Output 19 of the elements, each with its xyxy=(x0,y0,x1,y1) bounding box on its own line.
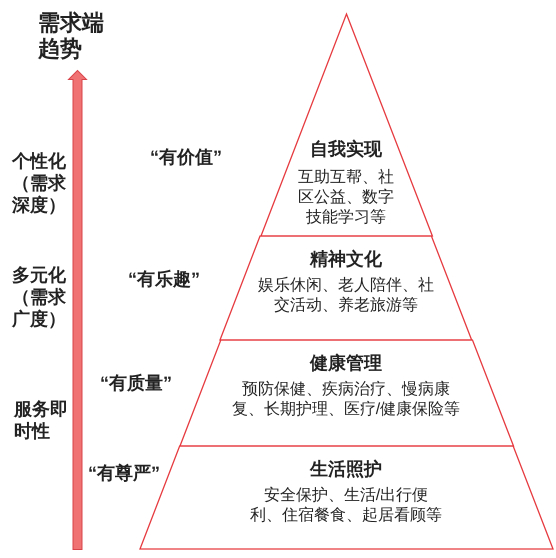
tier-tagline: “有乐趣” xyxy=(128,268,200,290)
tier-description: 安全保护、生活/出行便利、住宿餐食、起居看顾等 xyxy=(249,486,443,526)
tier-heading: 健康管理 xyxy=(310,352,382,374)
tier-heading: 精神文化 xyxy=(310,248,382,270)
axis-label: 多元化（需求广度） xyxy=(12,264,67,330)
pyramid-tier xyxy=(220,236,472,340)
tier-heading: 自我实现 xyxy=(310,138,382,160)
tier-tagline: “有尊严” xyxy=(88,462,160,484)
tier-description: 预防保健、疾病治疗、慢病康复、长期护理、医疗/健康保险等 xyxy=(230,380,462,420)
pyramid-tier xyxy=(260,14,432,236)
tier-tagline: “有价值” xyxy=(150,146,222,168)
tier-description: 互助互帮、社区公益、数字技能学习等 xyxy=(296,168,395,228)
tier-heading: 生活照护 xyxy=(310,458,382,480)
tier-description: 娱乐休闲、老人陪伴、社交活动、养老旅游等 xyxy=(256,276,435,316)
axis-label: 个性化（需求深度） xyxy=(12,150,67,216)
axis-label: 服务即时性 xyxy=(14,398,69,442)
pyramid-tier xyxy=(180,340,514,446)
tier-tagline: “有质量” xyxy=(100,372,172,394)
axis-title: 需求端趋势 xyxy=(38,10,105,62)
